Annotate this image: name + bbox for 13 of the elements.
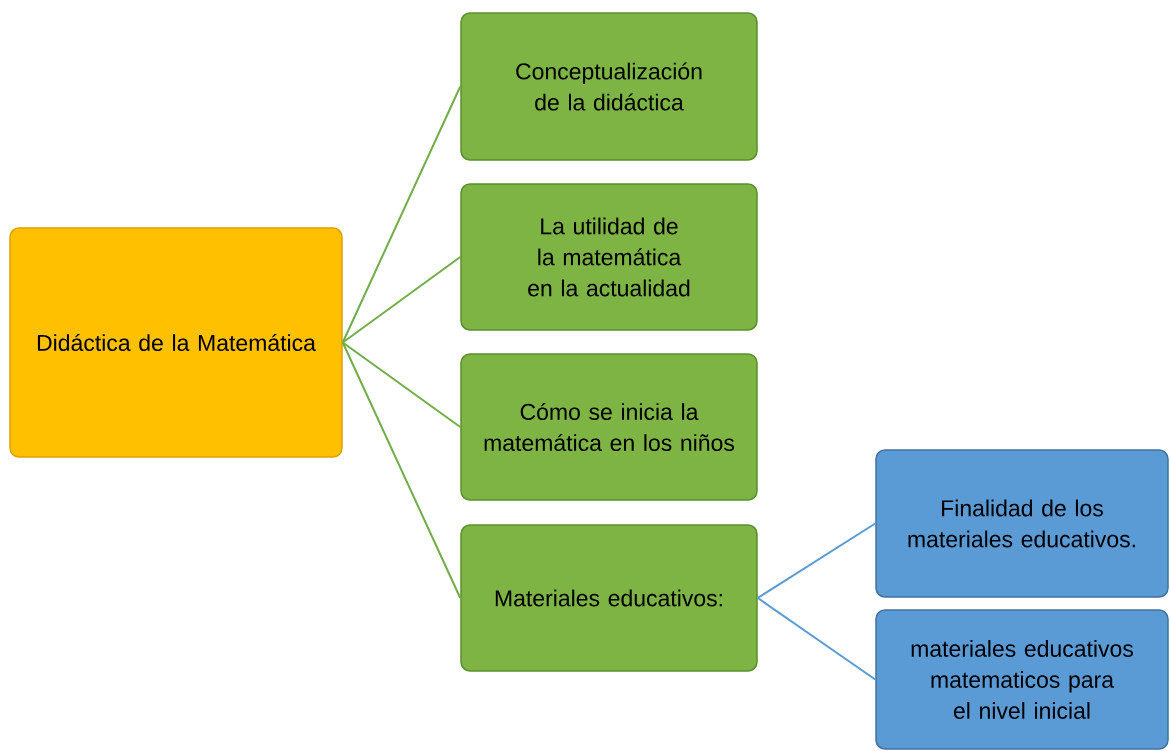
connector-line <box>341 341 462 599</box>
detail-box: Finalidad de los materiales educativos. <box>875 449 1169 598</box>
subtopic-box: Materiales educativos: <box>460 524 758 672</box>
subtopic-box: Conceptualización de la didáctica <box>460 12 758 161</box>
connector-line <box>341 85 462 344</box>
connector-line <box>341 256 462 344</box>
connector-line <box>756 522 877 599</box>
connector-line <box>341 341 462 428</box>
subtopic-box: La utilidad de la matemática en la actualidad <box>460 183 758 331</box>
topic-box: Didáctica de la Matemática <box>9 227 343 458</box>
connector-line <box>756 597 877 681</box>
subtopic-box: Cómo se inicia la matemática en los niños <box>460 353 758 501</box>
detail-box: materiales educativos matematicos para el nivel inicial <box>875 609 1169 750</box>
